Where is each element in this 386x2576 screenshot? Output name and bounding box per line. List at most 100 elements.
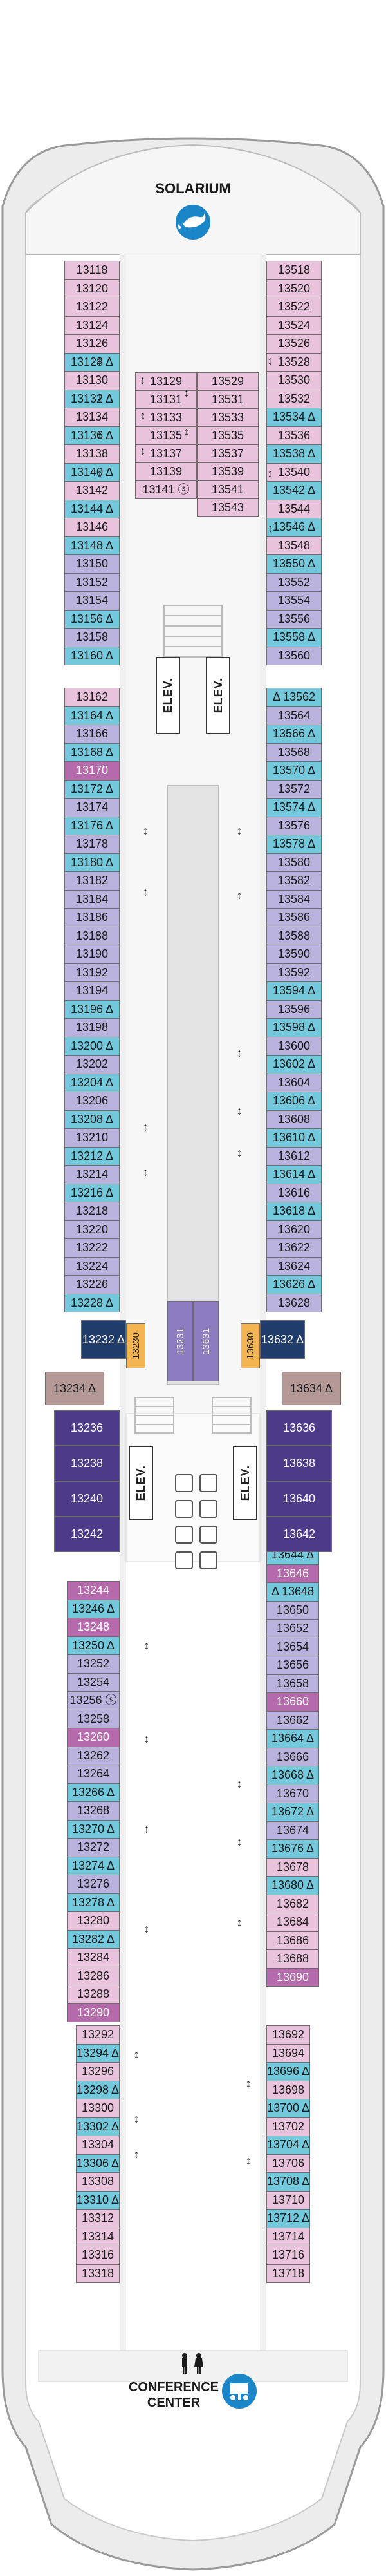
cabin-port-bow[interactable]: 13308 [76,2172,120,2192]
cabin-starboard-fwd[interactable]: 13676 Δ [266,1839,319,1859]
cabin-port-mid[interactable]: 13202 [64,1055,120,1074]
cabin-port-bow[interactable]: 13310 Δ [76,2190,120,2210]
cabin-starboard-aft[interactable]: 13542 Δ [266,481,322,500]
cabin-port-fwd[interactable]: 13252 [67,1654,120,1674]
cabin-starboard-mid[interactable]: 13572 [266,779,322,799]
cabin-port-fwd[interactable]: 13248 [67,1618,120,1637]
cabin-starboard-mid[interactable]: 13610 Δ [266,1128,322,1148]
cabin-starboard-aft[interactable]: 13530 [266,371,322,390]
cabin-port-bow[interactable]: 13302 Δ [76,2117,120,2136]
cabin-starboard-fwd[interactable]: 13688 [266,1949,319,1969]
cabin-starboard-fwd[interactable]: 13690 [266,1967,319,1987]
cabin-starboard-mid[interactable]: 13620 [266,1220,322,1239]
cabin-starboard-bow[interactable]: 13706 [266,2154,310,2173]
cabin-port-mid[interactable]: 13194 [64,981,120,1001]
cabin-port-fwd[interactable]: 13288 [67,1985,120,2004]
cabin-port-fwd[interactable]: 13286 [67,1966,120,1985]
cabin-starboard-bow[interactable]: 13700 Δ [266,2099,310,2118]
cabin-port-mid[interactable]: 13226 [64,1275,120,1294]
cabin-starboard-bow[interactable]: 13712 Δ [266,2209,310,2228]
cabin-inner-left[interactable]: 13133 [135,408,197,427]
cabin-suites-port[interactable]: 13240 [54,1481,120,1517]
cabin-port-aft[interactable]: 13140 Δ [64,462,120,482]
cabin-starboard-mid[interactable]: 13590 [266,945,322,964]
cabin-port-fwd[interactable]: 13260 [67,1728,120,1747]
cabin-port-fwd[interactable]: 13262 [67,1746,120,1765]
cabin-starboard-aft[interactable]: 13538 Δ [266,444,322,464]
cabin-suites-port[interactable]: 13242 [54,1517,120,1552]
cabin-port-aft[interactable]: 13152 [64,573,120,592]
cabin-port-mid[interactable]: 13224 [64,1256,120,1276]
cabin-port-fwd[interactable]: 13256 ⓢ [67,1691,120,1710]
cabin-starboard-mid[interactable]: 13628 [266,1293,322,1312]
cabin-starboard-aft[interactable]: 13546 Δ [266,518,322,537]
cabin-port-aft[interactable]: 13122 [64,298,120,317]
cabin-starboard-mid[interactable]: 13598 Δ [266,1018,322,1037]
cabin-port-fwd[interactable]: 13258 [67,1709,120,1728]
cabin-starboard-aft[interactable]: 13560 [266,646,322,665]
cabin-port-mid[interactable]: 13216 Δ [64,1183,120,1202]
cabin-starboard-bow[interactable]: 13704 Δ [266,2136,310,2155]
cabin-suites-port[interactable]: 13236 [54,1410,120,1446]
cabin-port-aft[interactable]: 13120 [64,279,120,298]
cabin-starboard-aft[interactable]: 13558 Δ [266,628,322,647]
cabin-starboard-fwd[interactable]: 13668 Δ [266,1766,319,1785]
cabin-starboard-mid[interactable]: 13568 [266,743,322,762]
cabin-starboard-bow[interactable]: 13698 [266,2080,310,2099]
cabin-port-mid[interactable]: 13192 [64,963,120,982]
cabin-port-mid[interactable]: 13164 Δ [64,706,120,725]
cabin-starboard-mid[interactable]: 13602 Δ [266,1055,322,1074]
cabin-port-bow[interactable]: 13314 [76,2227,120,2246]
cabin-port-aft[interactable]: 13160 Δ [64,646,120,665]
cabin-starboard-mid[interactable]: 13608 [266,1110,322,1129]
cabin-starboard-mid[interactable]: 13594 Δ [266,981,322,1001]
cabin-port-bow[interactable]: 13306 Δ [76,2154,120,2173]
cabin-starboard-mid[interactable]: 13626 Δ [266,1275,322,1294]
cabin-starboard-mid[interactable]: 13614 Δ [266,1165,322,1184]
cabin-inner-left[interactable]: 13129 [135,372,197,391]
cabin-starboard-mid[interactable]: 13616 [266,1183,322,1202]
cabin-starboard-fwd[interactable]: 13684 [266,1913,319,1932]
cabin-starboard-mid[interactable]: Δ 13562 [266,688,322,707]
cabin-starboard-aft[interactable]: 13552 [266,573,322,592]
cabin-port-mid[interactable]: 13208 Δ [64,1110,120,1129]
cabin-starboard-aft[interactable]: 13540 [266,462,322,482]
cabin-starboard-fwd[interactable]: 13664 Δ [266,1729,319,1748]
cabin-starboard-fwd[interactable]: 13650 [266,1600,319,1620]
cabin-suites-starboard[interactable]: 13636 [266,1410,332,1446]
cabin-starboard-fwd[interactable]: 13674 [266,1821,319,1840]
cabin-port-aft[interactable]: 13136 Δ [64,426,120,445]
cabin-port-aft[interactable]: 13142 [64,481,120,500]
cabin-starboard-aft[interactable]: 13554 [266,591,322,611]
cabin-port-fwd[interactable]: 13270 Δ [67,1819,120,1839]
cabin-starboard-fwd[interactable]: 13672 Δ [266,1803,319,1822]
cabin-central[interactable]: 13231 [167,1301,193,1381]
cabin-port-mid[interactable]: 13204 Δ [64,1073,120,1092]
cabin-central[interactable]: 13630 [241,1323,260,1368]
cabin-starboard-bow[interactable]: 13714 [266,2227,310,2246]
cabin-starboard-fwd[interactable]: 13652 [266,1619,319,1638]
cabin-port-bow[interactable]: 13304 [76,2136,120,2155]
cabin-port-fwd[interactable]: 13278 Δ [67,1893,120,1912]
cabin-starboard-mid[interactable]: 13578 Δ [266,835,322,854]
cabin-port-mid[interactable]: 13170 [64,761,120,781]
cabin-port-aft[interactable]: 13148 Δ [64,536,120,555]
cabin-starboard-mid[interactable]: 13566 Δ [266,724,322,744]
cabin-starboard-fwd[interactable]: 13646 [266,1564,319,1583]
cabin-port-bow[interactable]: 13318 [76,2264,120,2283]
cabin-port-fwd[interactable]: 13266 Δ [67,1783,120,1802]
cabin-starboard-aft[interactable]: 13548 [266,536,322,555]
cabin-port-fwd[interactable]: 13268 [67,1801,120,1821]
cabin-port-fwd[interactable]: 13280 [67,1911,120,1931]
cabin-port-aft[interactable]: 13124 [64,316,120,335]
cabin-port-aft[interactable]: 13128 Δ [64,352,120,372]
cabin-starboard-fwd[interactable]: 13686 [266,1931,319,1950]
cabin-starboard-fwd[interactable]: 13682 [266,1894,319,1913]
cabin-port-mid[interactable]: 13212 Δ [64,1146,120,1166]
cabin-inner-right[interactable]: 13541 [197,480,259,499]
cabin-starboard-aft[interactable]: 13522 [266,298,322,317]
cabin-port-aft[interactable]: 13126 [64,334,120,354]
cabin-port-mid[interactable]: 13186 [64,908,120,927]
cabin-starboard-mid[interactable]: 13618 Δ [266,1202,322,1221]
cabin-starboard-bow[interactable]: 13710 [266,2190,310,2210]
